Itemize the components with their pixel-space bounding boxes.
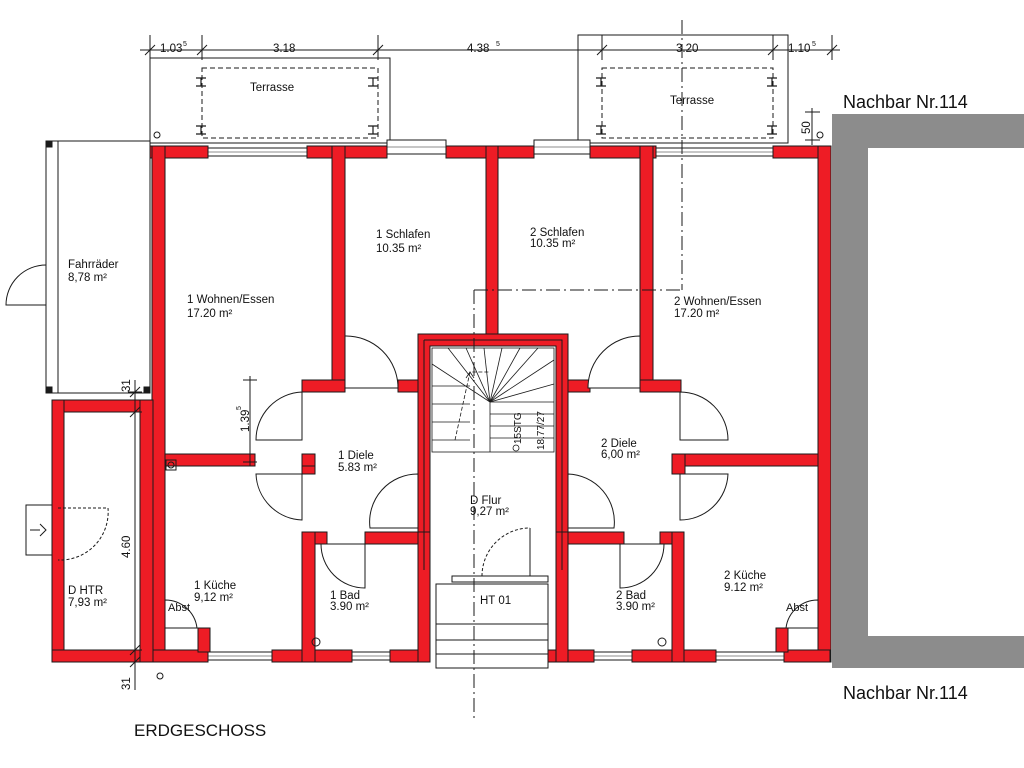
door-arcs: [164, 335, 819, 629]
room-bad2-area: 3.90 m²: [616, 601, 655, 613]
dim-3: 4.38: [467, 43, 489, 55]
room-kueche1-area: 9,12 m²: [194, 592, 233, 604]
room-bad2-name: 2 Bad: [616, 590, 646, 602]
stairwell-outline: [423, 339, 563, 570]
dim-139: 1.39: [240, 410, 252, 432]
neighbor-label-bottom: Nachbar Nr.114: [843, 683, 968, 703]
dim-460: 4.60: [121, 536, 133, 558]
room-kueche2-name: 2 Küche: [724, 570, 766, 582]
dim-50: 50: [801, 121, 813, 134]
room-htr-area: 7,93 m²: [68, 597, 107, 609]
dim-3-sup: 5: [496, 41, 500, 48]
room-flur-name: D Flur: [470, 495, 501, 507]
room-schlafen1-area: 10.35 m²: [376, 243, 422, 255]
room-fahrraeder-area: 8,78 m²: [68, 272, 107, 284]
terrace-left-label: Terrasse: [250, 82, 294, 94]
terrace-right-outline: [577, 34, 789, 144]
terrace-marker-right: [816, 131, 824, 139]
window-panes: [208, 146, 784, 657]
room-fahrraeder-name: Fahrräder: [68, 259, 119, 271]
room-wohnen1-area: 17.20 m²: [187, 308, 233, 320]
room-flur-area: 9,27 m²: [470, 506, 509, 518]
room-wohnen2-area: 17.20 m²: [674, 308, 720, 320]
staircase: [431, 347, 555, 453]
axis-lines: [473, 20, 683, 720]
diele-dimension-line: [243, 376, 257, 466]
dim-139-sup: 5: [236, 406, 243, 410]
left-dimension-line: [128, 380, 142, 690]
room-diele2-name: 2 Diele: [601, 438, 637, 450]
room-kueche1-name: 1 Küche: [194, 580, 236, 592]
dim-1-sup: 5: [183, 41, 187, 48]
room-diele2-area: 6,00 m²: [601, 449, 640, 461]
ht-area: [435, 583, 549, 669]
terrace-left-outline: [149, 57, 391, 144]
dim-4: 3.20: [676, 43, 698, 55]
ht-door: [451, 527, 549, 583]
room-markers: [165, 459, 667, 647]
marker-bottom-left: [156, 672, 164, 680]
room-bad1-name: 1 Bad: [330, 590, 360, 602]
room-htr-name: D HTR: [68, 585, 103, 597]
bike-shed: [5, 140, 151, 394]
room-kueche2-area: 9.12 m²: [724, 582, 763, 594]
dim-5: 1.10: [788, 43, 810, 55]
room-diele1-area: 5.83 m²: [338, 462, 377, 474]
room-wohnen1-name: 1 Wohnen/Essen: [187, 294, 274, 306]
neighbor-building: [832, 114, 1024, 668]
terrace-marker-left: [153, 131, 161, 139]
abst-left-label: Abst: [168, 602, 190, 614]
stair-label-steps: 15STG: [513, 412, 524, 444]
terrace-right-label: Terrasse: [670, 95, 714, 107]
room-schlafen2-area: 10.35 m²: [530, 238, 576, 250]
ht-label: HT 01: [480, 595, 511, 607]
dim-31-top: 31: [121, 379, 133, 392]
htr-door: [25, 504, 109, 561]
top-dimension-line: [140, 35, 840, 60]
room-wohnen2-name: 2 Wohnen/Essen: [674, 296, 761, 308]
dim-5-sup: 5: [812, 41, 816, 48]
dim-1: 1.03: [160, 43, 182, 55]
room-schlafen2-name: 2 Schlafen: [530, 227, 584, 239]
dim-50-line: [805, 108, 820, 145]
abst-right-label: Abst: [786, 602, 808, 614]
stair-label-ratio: 18.77/27: [536, 411, 547, 450]
dim-2: 3.18: [273, 43, 295, 55]
neighbor-label-top: Nachbar Nr.114: [843, 92, 968, 112]
room-bad1-area: 3.90 m²: [330, 601, 369, 613]
drawing-title: ERDGESCHOSS: [134, 721, 266, 740]
dim-31-bottom: 31: [121, 677, 133, 690]
room-diele1-name: 1 Diele: [338, 450, 374, 462]
room-schlafen1-name: 1 Schlafen: [376, 229, 430, 241]
